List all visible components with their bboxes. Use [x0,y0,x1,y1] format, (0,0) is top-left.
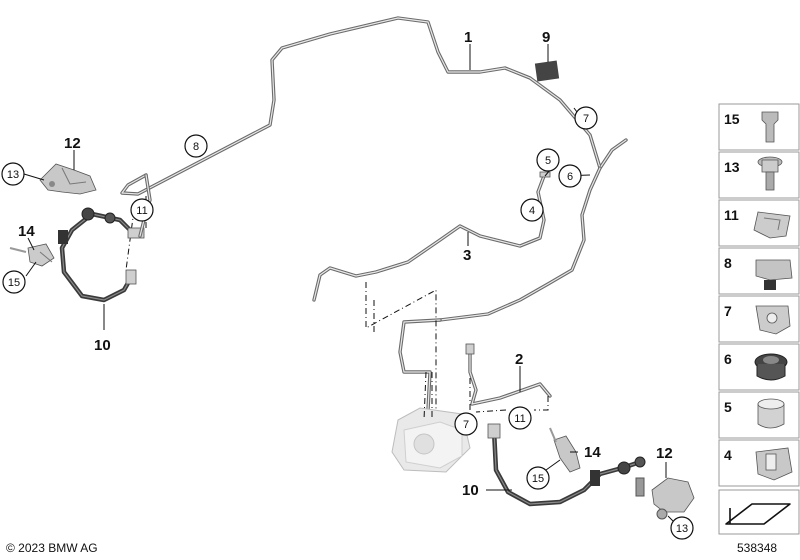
legend-row-4[interactable]: 4 [718,439,800,487]
svg-text:11: 11 [514,413,525,425]
label-2: 2 [515,351,523,368]
legend-row-8[interactable]: 8 [718,247,800,295]
legend-row-7[interactable]: 7 [718,295,800,343]
bracket-12-left[interactable] [39,163,97,195]
legend-row-11[interactable]: 11 [718,199,800,247]
callout-8: 8 [184,134,208,158]
label-12-right: 12 [656,445,673,462]
brake-pipe-1-right-branch[interactable] [438,166,602,322]
pipe-2-fitting [465,343,475,355]
brake-hose-10-right[interactable] [487,423,646,507]
svg-text:13: 13 [7,169,19,181]
legend-row-15[interactable]: 15 [718,103,800,151]
callout-11-left: 11 [130,198,154,222]
svg-text:5: 5 [545,155,551,167]
label-3: 3 [463,247,471,264]
legend-row-5[interactable]: 5 [718,391,800,439]
bracket-12-right[interactable] [651,477,695,520]
callout-11-right: 11 [508,406,532,430]
svg-text:6: 6 [567,171,573,183]
label-1: 1 [464,29,472,46]
svg-text:6: 6 [724,351,732,367]
callout-5: 5 [536,148,560,172]
label-12-left: 12 [64,135,81,152]
legend-row-6[interactable]: 6 [718,343,800,391]
svg-text:13: 13 [724,159,740,175]
callout-7-lower: 7 [454,412,478,436]
callout-13-left: 13 [1,162,25,186]
brake-hose-10-left[interactable] [58,207,145,303]
callout-13-right: 13 [670,516,694,540]
svg-text:4: 4 [529,205,535,217]
copyright-notice: © 2023 BMW AG [6,541,98,555]
bracket-14-right[interactable] [549,427,581,473]
parts-legend: 15 13 11 8 7 6 [718,103,800,535]
label-14-right: 14 [584,444,601,461]
callout-15-right: 15 [526,466,550,490]
label-10-left: 10 [94,337,111,354]
svg-text:15: 15 [724,111,740,127]
label-9: 9 [542,29,550,46]
svg-text:8: 8 [193,141,199,153]
abs-hydraulic-unit[interactable] [391,407,471,473]
svg-text:11: 11 [136,205,147,217]
svg-text:15: 15 [8,277,20,289]
svg-text:7: 7 [463,419,469,431]
svg-text:8: 8 [724,255,732,271]
label-14-left: 14 [18,223,35,240]
assembly-dash-lines [125,196,549,421]
svg-text:13: 13 [676,523,688,535]
callout-6: 6 [558,164,582,188]
svg-text:7: 7 [583,113,589,125]
direction-arrow-icon [725,503,791,525]
svg-text:11: 11 [724,207,739,223]
svg-text:15: 15 [532,473,544,485]
callout-4: 4 [520,198,544,222]
legend-row-arrow [718,489,800,535]
callout-15-left: 15 [2,270,26,294]
label-10-right: 10 [462,482,479,499]
svg-text:4: 4 [724,447,732,463]
brake-pipe-lower[interactable] [398,318,442,412]
pipe-3-end-fitting [539,171,551,178]
part-9-pad[interactable] [534,60,560,82]
brake-pipe-2[interactable] [468,346,552,406]
legend-row-13[interactable]: 13 [718,151,800,199]
diagram-id: 538348 [737,541,778,555]
svg-text:5: 5 [724,399,732,415]
bracket-14-left[interactable] [9,243,55,267]
callout-7-upper: 7 [574,106,598,130]
svg-text:7: 7 [724,303,732,319]
brake-pipe-3[interactable] [312,174,546,302]
